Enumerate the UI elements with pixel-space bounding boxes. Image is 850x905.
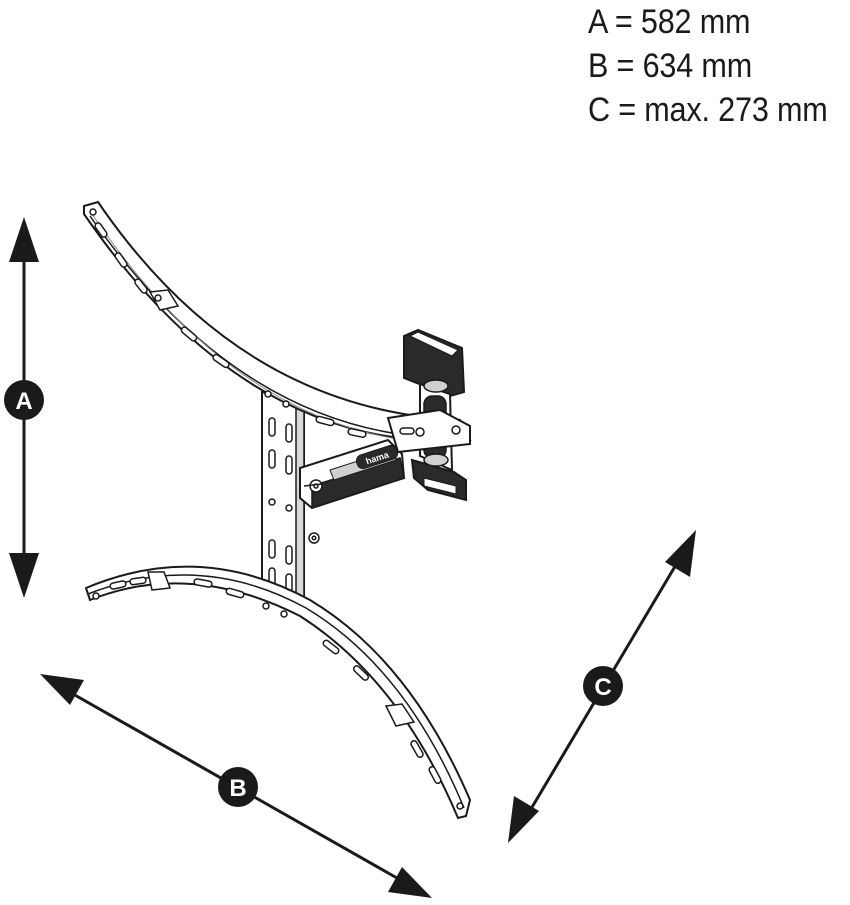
marker-a-badge: A [4, 380, 44, 420]
tilt-head [403, 328, 467, 502]
dimension-b-label: B = 634 mm [588, 47, 753, 85]
top-rail [83, 200, 472, 454]
dimensions-list: A = 582 mm B = 634 mm C = max. 273 mm [588, 0, 850, 132]
marker-c-badge: C [583, 666, 623, 706]
marker-c-text: C [594, 674, 611, 701]
marker-a-text: A [15, 388, 32, 415]
swing-arm: hama [299, 438, 406, 544]
bottom-rail [84, 565, 472, 820]
wall-plate [261, 390, 305, 609]
dimension-a-label: A = 582 mm [588, 3, 751, 41]
marker-b-text: B [229, 775, 246, 802]
marker-b-badge: B [218, 767, 258, 807]
dimension-c-label: C = max. 273 mm [588, 91, 828, 129]
